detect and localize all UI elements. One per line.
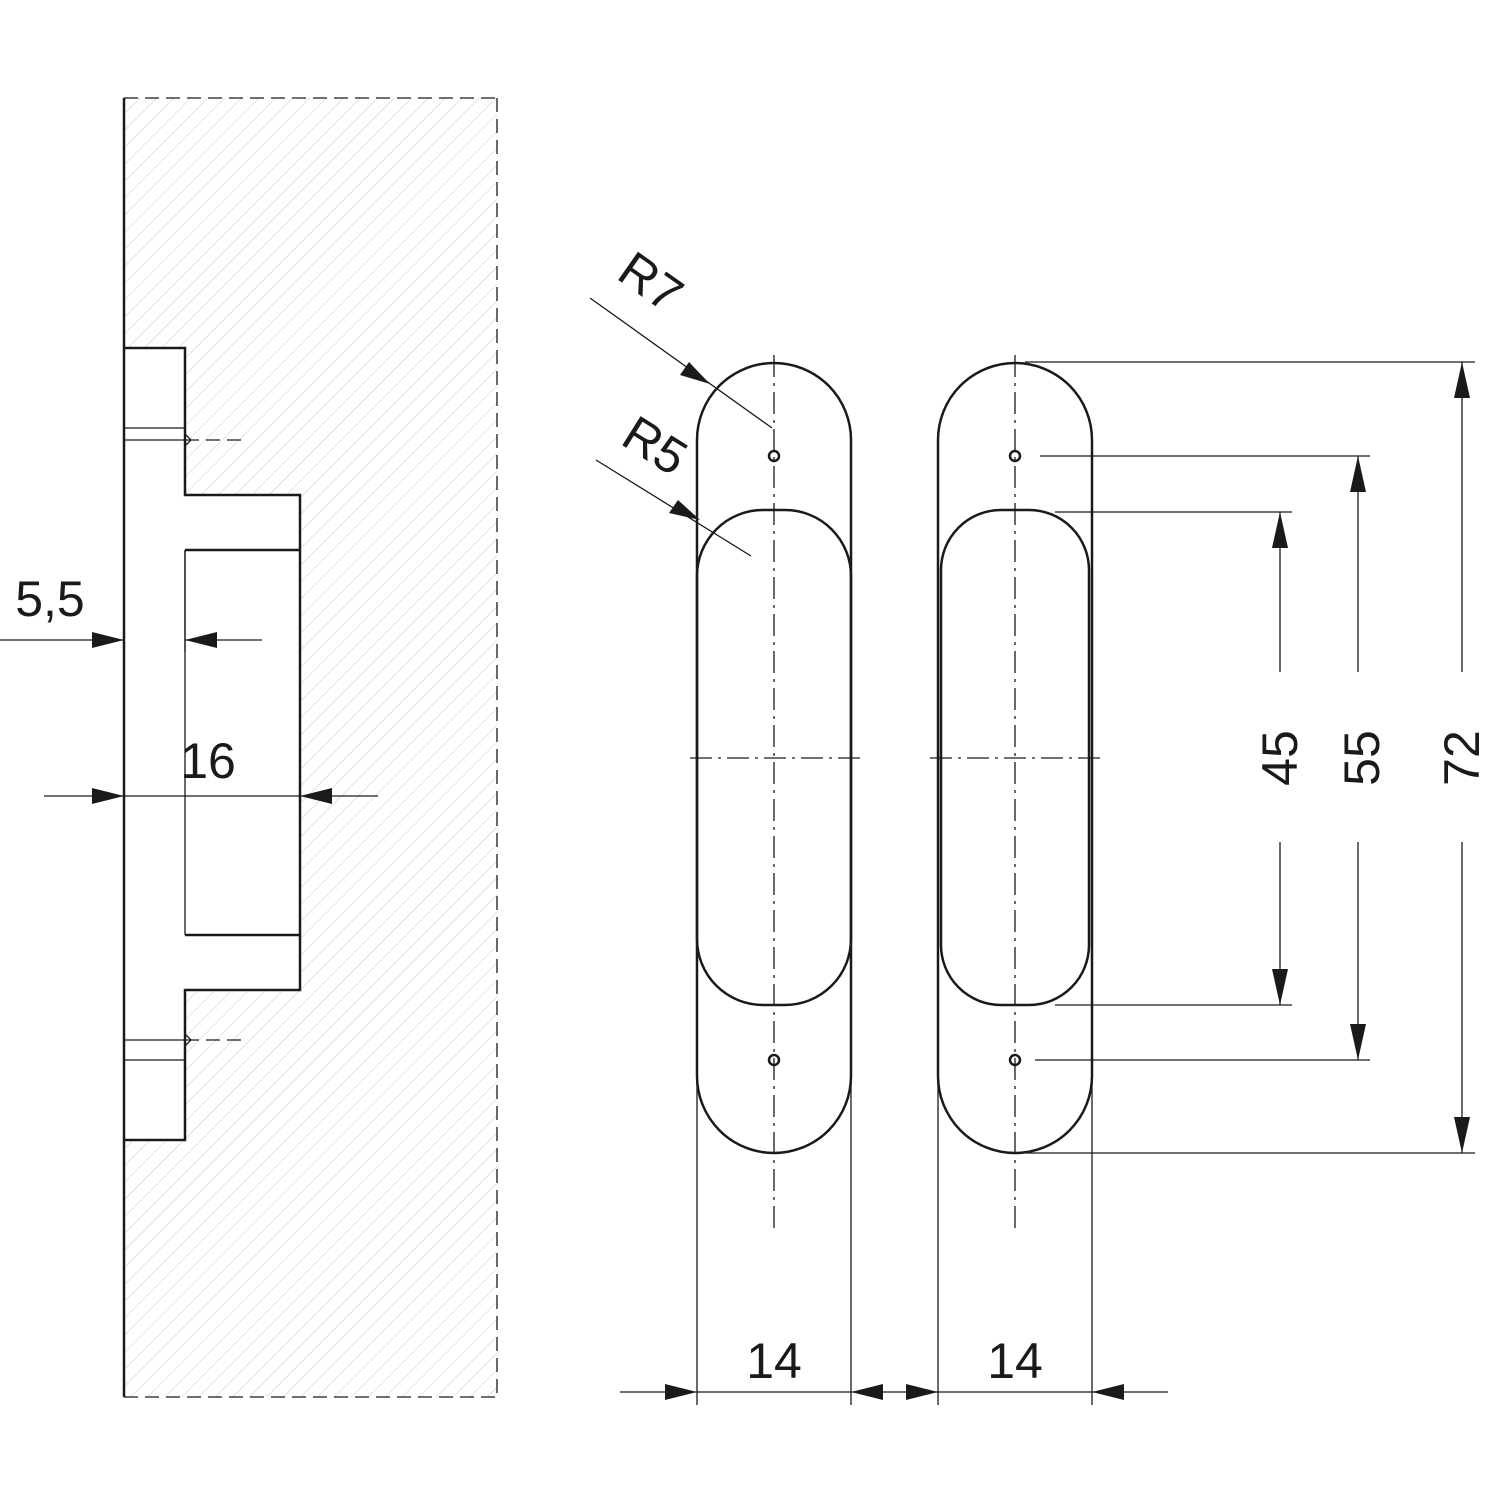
radius-inner-label: R5: [613, 405, 697, 486]
width-right-label: 14: [987, 1333, 1043, 1389]
height-dimensions: 45 55 72: [1025, 361, 1490, 1154]
dim-body-arrow-right: [300, 788, 332, 804]
dim-holes-arrow-top: [1350, 456, 1366, 492]
dim-recess-label: 5,5: [15, 571, 85, 627]
hinge-profile: [124, 346, 302, 1142]
width-dimensions: 14 14: [620, 1333, 1168, 1400]
dim-total-arrow-top: [1454, 362, 1470, 398]
dim-body-arrow-left: [92, 788, 124, 804]
right-screw-hole-top: [1008, 449, 1022, 463]
width-left-arrow-a: [665, 1384, 697, 1400]
width-right-arrow-a: [906, 1384, 938, 1400]
dim-holes-arrow-bottom: [1350, 1024, 1366, 1060]
screw-tip-bottom: [184, 1033, 192, 1047]
dim-total-label: 72: [1434, 730, 1490, 786]
width-right-arrow-b: [1092, 1384, 1124, 1400]
dim-recess-arrow-left: [92, 632, 124, 648]
screw-tip-top: [184, 433, 192, 447]
width-left-arrow-b: [851, 1384, 883, 1400]
left-screw-hole-top: [767, 449, 781, 463]
dim-total-arrow-bottom: [1454, 1117, 1470, 1153]
dim-recess-arrow-right: [185, 632, 217, 648]
left-screw-hole-bottom: [767, 1053, 781, 1067]
front-view-left: R7 R5: [589, 241, 860, 1405]
radius-outer-label: R7: [609, 241, 693, 324]
section-view: 5,5 16: [0, 97, 498, 1398]
dim-inner-arrow-bottom: [1272, 969, 1288, 1005]
radius-outer-arrow: [680, 362, 710, 384]
right-screw-hole-bottom: [1008, 1053, 1022, 1067]
dim-inner-label: 45: [1252, 730, 1308, 786]
material-hatch: [124, 98, 497, 1397]
dim-body-label: 16: [180, 733, 236, 789]
dim-inner-arrow-top: [1272, 512, 1288, 548]
width-left-label: 14: [746, 1333, 802, 1389]
dim-holes-label: 55: [1334, 730, 1390, 786]
front-view-right: [930, 355, 1102, 1405]
radius-outer-leader: [589, 297, 773, 429]
radius-inner-arrow: [669, 500, 700, 520]
